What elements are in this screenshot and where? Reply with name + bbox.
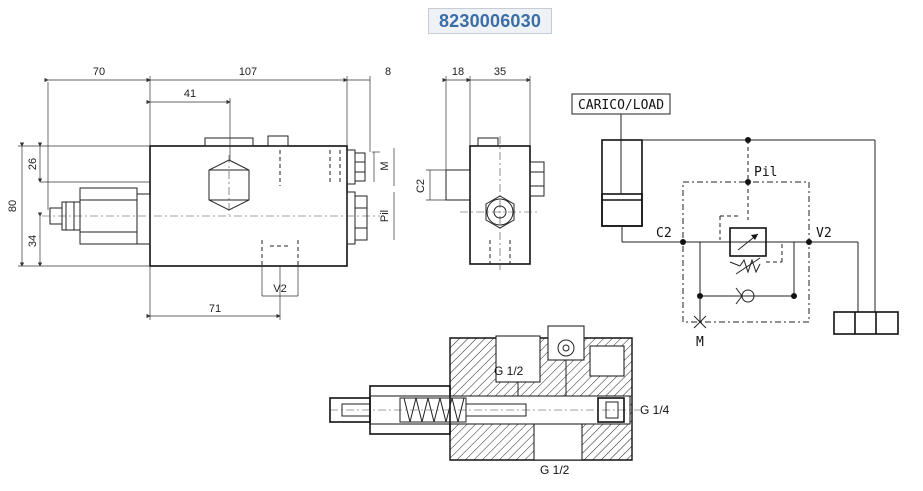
- dim-18: 18: [452, 66, 464, 78]
- dim-71: 71: [209, 303, 221, 315]
- c2-label: C2: [656, 226, 672, 241]
- dim-41: 41: [184, 88, 196, 100]
- port-v2-label: V2: [273, 283, 286, 295]
- dim-8: 8: [385, 66, 391, 78]
- end-view: 18 35 C2: [415, 66, 545, 270]
- hydraulic-schematic: CARICO/LOAD Pil C2 V2: [571, 93, 899, 350]
- port-m-label: M: [379, 161, 391, 170]
- dim-80: 80: [7, 200, 19, 212]
- section-view: G 1/2 G 1/4 G 1/2: [329, 325, 670, 477]
- dim-35: 35: [494, 66, 506, 78]
- v2-label: V2: [816, 226, 832, 241]
- part-number-box: 8230006030: [428, 8, 552, 34]
- side-view: 70 107 8 41 71 80 26 34 M Pil V2: [7, 66, 395, 320]
- dim-34: 34: [27, 235, 39, 247]
- thread-bottom-label: G 1/2: [540, 463, 570, 477]
- port-c2-label: C2: [415, 179, 427, 193]
- thread-right-label: G 1/4: [640, 403, 670, 417]
- pil-label: Pil: [754, 165, 777, 180]
- port-pil-label: Pil: [379, 210, 391, 222]
- m-label: M: [696, 335, 704, 350]
- dim-70: 70: [93, 66, 105, 78]
- dim-26: 26: [27, 158, 39, 170]
- load-label: CARICO/LOAD: [578, 98, 664, 113]
- dim-107: 107: [239, 66, 257, 78]
- thread-top-label: G 1/2: [494, 364, 524, 378]
- part-number: 8230006030: [438, 10, 542, 31]
